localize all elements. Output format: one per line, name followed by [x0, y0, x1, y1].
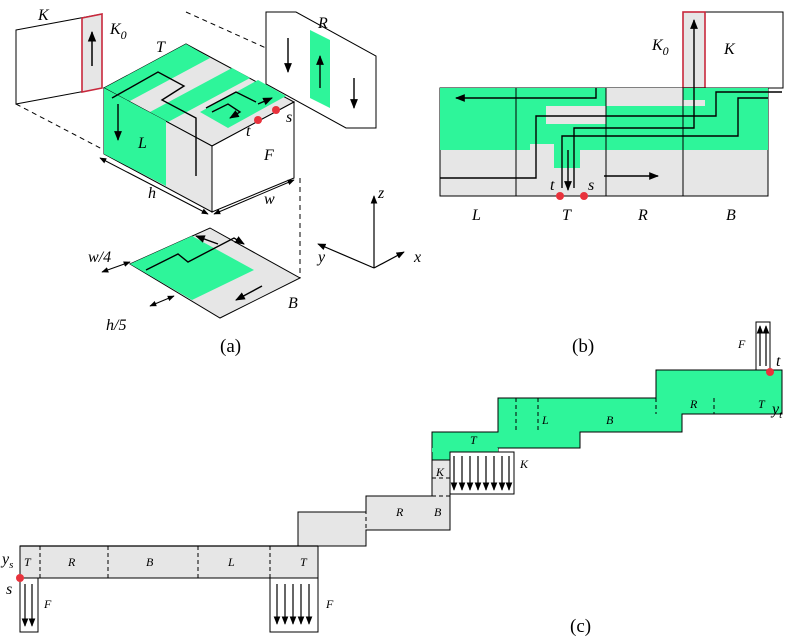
point-s-c	[16, 574, 24, 582]
face-r-panel: R	[265, 11, 377, 129]
label-w4: w/4	[88, 249, 111, 266]
label-f-mid: F	[325, 597, 334, 611]
axis-z: z	[377, 185, 385, 202]
point-s-a	[272, 106, 280, 114]
label-s-a: s	[286, 109, 292, 126]
point-t-a	[254, 116, 262, 124]
seg-b1: B	[146, 555, 154, 569]
dimensions: h w	[99, 157, 295, 215]
seg-k1: K	[435, 465, 445, 479]
axis-x: x	[413, 249, 421, 266]
seg-t4: T	[758, 397, 766, 411]
caption-c: (c)	[570, 616, 591, 637]
label-b-b: B	[726, 207, 736, 224]
panel-b: K0 K t s L T R B (b)	[439, 11, 784, 357]
face-b-panel: w/4 h/5 B	[88, 227, 302, 334]
seg-t3: T	[470, 433, 478, 447]
label-r: R	[317, 15, 328, 32]
label-k0: K0	[109, 21, 127, 42]
point-t-c	[766, 368, 774, 376]
axes	[317, 195, 405, 269]
caption-b: (b)	[572, 336, 594, 357]
label-f-top: F	[737, 337, 746, 351]
label-h: h	[148, 185, 156, 202]
label-f-left: F	[43, 597, 52, 611]
label-yt: yt	[770, 401, 783, 421]
label-r-b: R	[637, 207, 648, 224]
f-stub-mid	[269, 577, 319, 633]
seg-l3: L	[541, 413, 549, 427]
label-t-b: t	[550, 177, 555, 194]
label-h5: h/5	[106, 317, 126, 334]
label-l-b: L	[471, 207, 481, 224]
seg-r1: R	[67, 555, 76, 569]
seg-r2: R	[395, 505, 404, 519]
axis-y: y	[316, 249, 326, 266]
panel-c: T R B L T R B K T L B R T F F K F s t ys…	[0, 321, 783, 637]
label-t-a: t	[246, 123, 251, 140]
caption-a: (a)	[220, 336, 241, 357]
seg-r3: R	[689, 397, 698, 411]
k-stub	[449, 451, 515, 495]
label-f: F	[263, 147, 274, 164]
seg-t2: T	[300, 555, 308, 569]
label-t-c: t	[776, 353, 781, 370]
seg-b2: B	[434, 505, 442, 519]
label-k-right: K	[519, 457, 529, 471]
panel-a: K K0 R	[15, 7, 421, 357]
label-s-c: s	[6, 581, 12, 598]
point-s-b	[580, 192, 588, 200]
label-s-b: s	[588, 177, 594, 194]
label-w: w	[264, 191, 275, 208]
point-t-b	[556, 192, 564, 200]
label-b: B	[288, 295, 298, 312]
face-k-panel: K K0	[15, 7, 127, 105]
label-k: K	[37, 7, 50, 24]
f-stub-top	[755, 321, 771, 371]
label-t-b-face: T	[562, 207, 572, 224]
label-k-b: K	[723, 41, 736, 58]
projection-lines	[15, 11, 301, 278]
label-t-top: T	[156, 39, 166, 56]
seg-l1: L	[227, 555, 235, 569]
label-l: L	[137, 135, 147, 152]
seg-t1: T	[24, 555, 32, 569]
label-ys: ys	[0, 551, 13, 571]
f-stub-left	[19, 577, 39, 633]
label-k0-b: K0	[651, 37, 669, 58]
seg-b3: B	[606, 413, 614, 427]
box: t s T L F	[102, 39, 296, 213]
